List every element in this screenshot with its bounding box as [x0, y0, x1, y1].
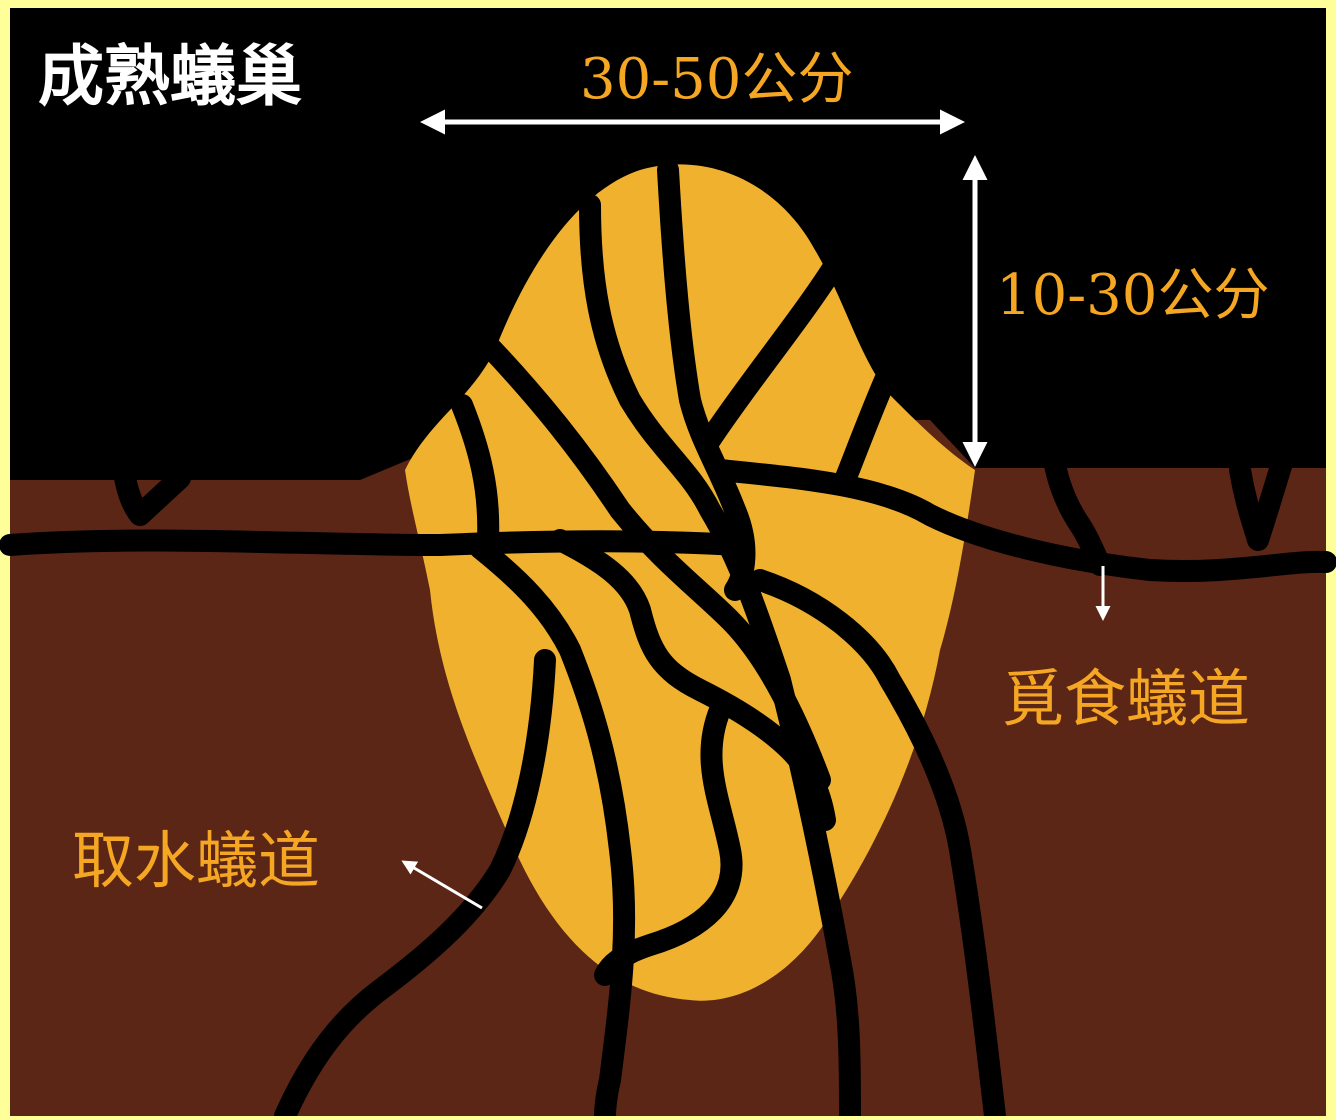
water-tunnel-label: 取水蟻道 — [72, 824, 321, 897]
foraging-tunnel-label: 覓食蟻道 — [1002, 662, 1251, 735]
water-pointer-arrow — [401, 860, 483, 910]
surface-branch-right-2 — [1229, 449, 1294, 551]
tunnel-c — [657, 159, 756, 601]
tunnel-network — [0, 159, 1336, 1120]
tunnel-i — [749, 569, 1006, 1120]
dimension-arrows — [420, 109, 988, 467]
pointer-arrows — [401, 566, 1111, 910]
tunnel-g — [469, 537, 636, 1120]
water-tunnel-main — [274, 649, 556, 1120]
tunnel-h — [549, 529, 836, 831]
tunnel-e — [834, 369, 896, 491]
diagram-title: 成熟蟻巢 — [38, 38, 302, 115]
nest-width-label: 30-50公分 — [580, 47, 854, 112]
tunnel-f — [451, 394, 500, 551]
surface-branch-right-1 — [1044, 454, 1111, 576]
surface-branch-left — [109, 439, 191, 526]
tunnel-b — [579, 194, 861, 1120]
tunnel-d — [699, 254, 846, 451]
nest-height-label: 10-30公分 — [996, 263, 1270, 328]
main-horizontal-tunnel — [0, 529, 751, 556]
tunnel-j — [594, 699, 743, 986]
